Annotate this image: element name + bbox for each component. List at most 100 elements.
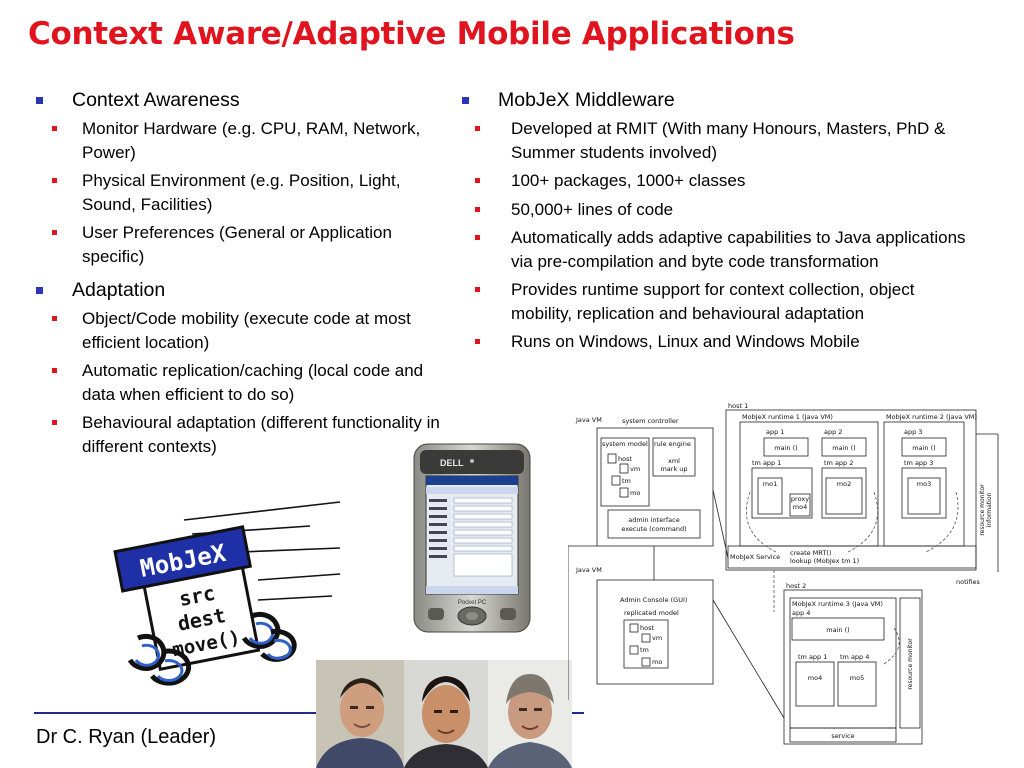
pda-device-image: DELL Pocket PC bbox=[413, 443, 531, 633]
diagram-label: MobJeX runtime 2 (Java VM) bbox=[886, 413, 977, 421]
diagram-label: tm app 1 bbox=[798, 653, 827, 661]
diagram-label: MobJeX Service bbox=[730, 553, 780, 561]
diagram-label: Admin Console (GUI) bbox=[620, 596, 687, 604]
right-column: MobJeX Middleware Developed at RMIT (Wit… bbox=[460, 80, 980, 354]
sub-bullet: Provides runtime support for context col… bbox=[460, 278, 980, 325]
bullet-square-icon bbox=[36, 97, 43, 104]
sub-bullet-text: Object/Code mobility (execute code at mo… bbox=[82, 309, 411, 352]
diagram-label: Java VM bbox=[575, 566, 602, 574]
diagram-label: mo bbox=[652, 658, 662, 666]
diagram-label: mark up bbox=[660, 465, 687, 473]
sub-bullet-square-icon bbox=[475, 339, 480, 344]
sub-bullet-square-icon bbox=[52, 126, 57, 131]
diagram-label: resource monitor bbox=[907, 638, 914, 690]
diagram-label: xml bbox=[668, 457, 680, 465]
person-photo bbox=[316, 660, 404, 768]
wheel-icon bbox=[241, 611, 297, 662]
person-photo bbox=[404, 660, 488, 768]
sub-bullet-text: Provides runtime support for context col… bbox=[511, 280, 915, 323]
diagram-label: main () bbox=[912, 444, 935, 452]
diagram-label: host 2 bbox=[786, 582, 806, 590]
sub-bullet-text: 50,000+ lines of code bbox=[511, 199, 674, 219]
diagram-label: tm bbox=[622, 477, 631, 485]
sub-bullet: Behavioural adaptation (different functi… bbox=[36, 411, 446, 458]
sub-bullet-square-icon bbox=[52, 230, 57, 235]
sub-bullet: 100+ packages, 1000+ classes bbox=[460, 169, 980, 193]
diagram-label: host 1 bbox=[728, 402, 748, 410]
diagram-label: mo5 bbox=[850, 674, 864, 682]
person-photo bbox=[488, 660, 572, 768]
diagram-label: app 2 bbox=[824, 428, 842, 436]
diagram-label: lookup (MobJex tm 1) bbox=[790, 557, 859, 565]
diagram-label: MobJeX runtime 1 (Java VM) bbox=[742, 413, 833, 421]
diagram-label: system controller bbox=[622, 417, 679, 425]
sub-bullet-text: 100+ packages, 1000+ classes bbox=[511, 171, 746, 190]
sub-bullet: Object/Code mobility (execute code at mo… bbox=[36, 307, 446, 354]
diagram-label: main () bbox=[774, 444, 797, 452]
diagram-label: Java VM bbox=[575, 416, 602, 424]
system-controller-box bbox=[596, 427, 714, 547]
diagram-label: mo bbox=[630, 489, 640, 497]
diagram-label: vm bbox=[630, 465, 640, 473]
sub-bullet-square-icon bbox=[475, 178, 480, 183]
diagram-label: main () bbox=[826, 626, 849, 634]
diagram-label: host bbox=[618, 455, 632, 463]
sub-bullet-square-icon bbox=[475, 287, 480, 292]
sub-bullet: Monitor Hardware (e.g. CPU, RAM, Network… bbox=[36, 117, 446, 164]
bullet-mobjex-middleware: MobJeX Middleware bbox=[460, 88, 980, 112]
sub-bullet-text: Automatic replication/caching (local cod… bbox=[82, 361, 424, 404]
sub-bullet-text: Behavioural adaptation (different functi… bbox=[82, 413, 440, 456]
sub-bullet-text: Runs on Windows, Linux and Windows Mobil… bbox=[511, 332, 860, 351]
diagram-label: tm app 2 bbox=[824, 459, 853, 467]
wheel-icon bbox=[127, 633, 192, 686]
bullet-heading: Adaptation bbox=[72, 279, 166, 301]
sub-bullet-square-icon bbox=[52, 368, 57, 373]
diagram-label: tm app 4 bbox=[840, 653, 869, 661]
footer-rule bbox=[34, 712, 316, 714]
left-column: Context Awareness Monitor Hardware (e.g.… bbox=[36, 80, 446, 458]
diagram-label: admin interface bbox=[628, 516, 679, 524]
diagram-label: tm bbox=[640, 646, 649, 654]
diagram-label: execute (command) bbox=[621, 525, 686, 533]
bullet-adaptation: Adaptation bbox=[36, 278, 446, 302]
diagram-label: mo3 bbox=[917, 480, 931, 488]
diagram-label: host bbox=[640, 624, 654, 632]
sub-bullet-text: Automatically adds adaptive capabilities… bbox=[511, 228, 966, 271]
admin-console-box bbox=[596, 579, 714, 685]
sub-bullet: User Preferences (General or Application… bbox=[36, 221, 446, 268]
diagram-label: MobJeX runtime 3 (Java VM) bbox=[792, 600, 883, 608]
diagram-label: main () bbox=[832, 444, 855, 452]
mobjex-logo: MobJeX src dest move() bbox=[113, 501, 341, 686]
diagram-label: mo1 bbox=[763, 480, 777, 488]
diagram-label: resource monitor bbox=[979, 484, 986, 536]
sub-bullet-square-icon bbox=[52, 420, 57, 425]
sub-bullet-text: User Preferences (General or Application… bbox=[82, 223, 392, 266]
diagram-label: app 1 bbox=[766, 428, 784, 436]
architecture-diagram: Java VM system controller system model r… bbox=[568, 402, 999, 745]
bullet-square-icon bbox=[36, 287, 43, 294]
diagram-label: notifies bbox=[956, 578, 981, 586]
diagram-label: app 3 bbox=[904, 428, 922, 436]
diagram-label: app 4 bbox=[792, 609, 810, 617]
diagram-label: vm bbox=[652, 634, 662, 642]
sub-bullet: Runs on Windows, Linux and Windows Mobil… bbox=[460, 330, 980, 354]
sub-bullet: Automatically adds adaptive capabilities… bbox=[460, 226, 980, 273]
sub-bullet: Automatic replication/caching (local cod… bbox=[36, 359, 446, 406]
bullet-context-awareness: Context Awareness bbox=[36, 88, 446, 112]
diagram-label: tm app 1 bbox=[752, 459, 781, 467]
diagram-label: system model bbox=[602, 440, 648, 448]
diagram-label: create MRT() bbox=[790, 549, 831, 557]
slide-title: Context Aware/Adaptive Mobile Applicatio… bbox=[28, 16, 795, 52]
sub-bullet-square-icon bbox=[475, 235, 480, 240]
diagram-label: proxy bbox=[791, 495, 809, 503]
bullet-square-icon bbox=[462, 97, 469, 104]
host1-box bbox=[725, 409, 977, 571]
bullet-heading: MobJeX Middleware bbox=[498, 89, 675, 111]
pda-label: Pocket PC bbox=[458, 600, 487, 606]
diagram-label: information bbox=[986, 492, 993, 527]
pda-brand: DELL bbox=[440, 458, 464, 468]
diagram-label: tm app 3 bbox=[904, 459, 933, 467]
diagram-label: service bbox=[831, 732, 854, 740]
diagram-label: mo4 bbox=[793, 503, 807, 511]
sub-bullet-text: Monitor Hardware (e.g. CPU, RAM, Network… bbox=[82, 119, 421, 162]
